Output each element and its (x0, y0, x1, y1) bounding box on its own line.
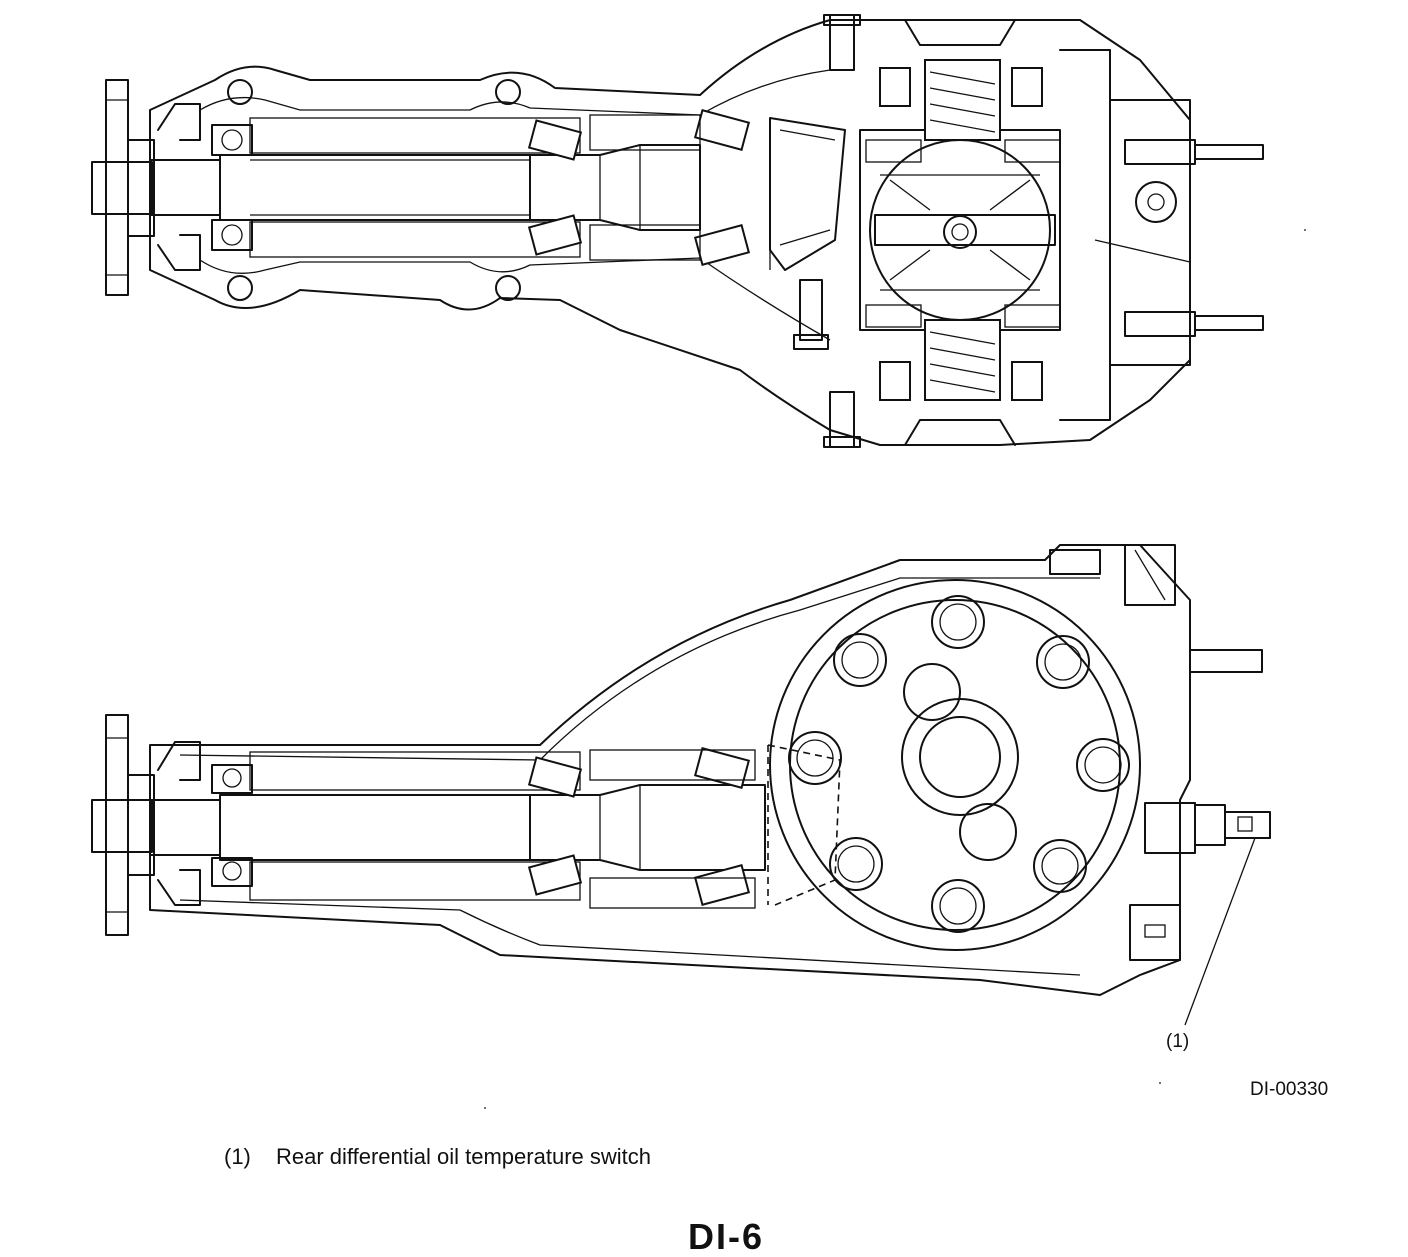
legend-number: (1) (224, 1144, 251, 1169)
legend-text: Rear differential oil temperature switch (276, 1144, 651, 1169)
page-number: DI-6 (688, 1216, 765, 1257)
legend-item: (1) Rear differential oil temperature swi… (224, 1144, 651, 1170)
callout-label: (1) (1166, 1031, 1190, 1052)
top-sectional-view (91, 14, 1264, 448)
bottom-sectional-view (91, 544, 1271, 1026)
figure-reference-code: DI-00330 (1250, 1079, 1329, 1100)
